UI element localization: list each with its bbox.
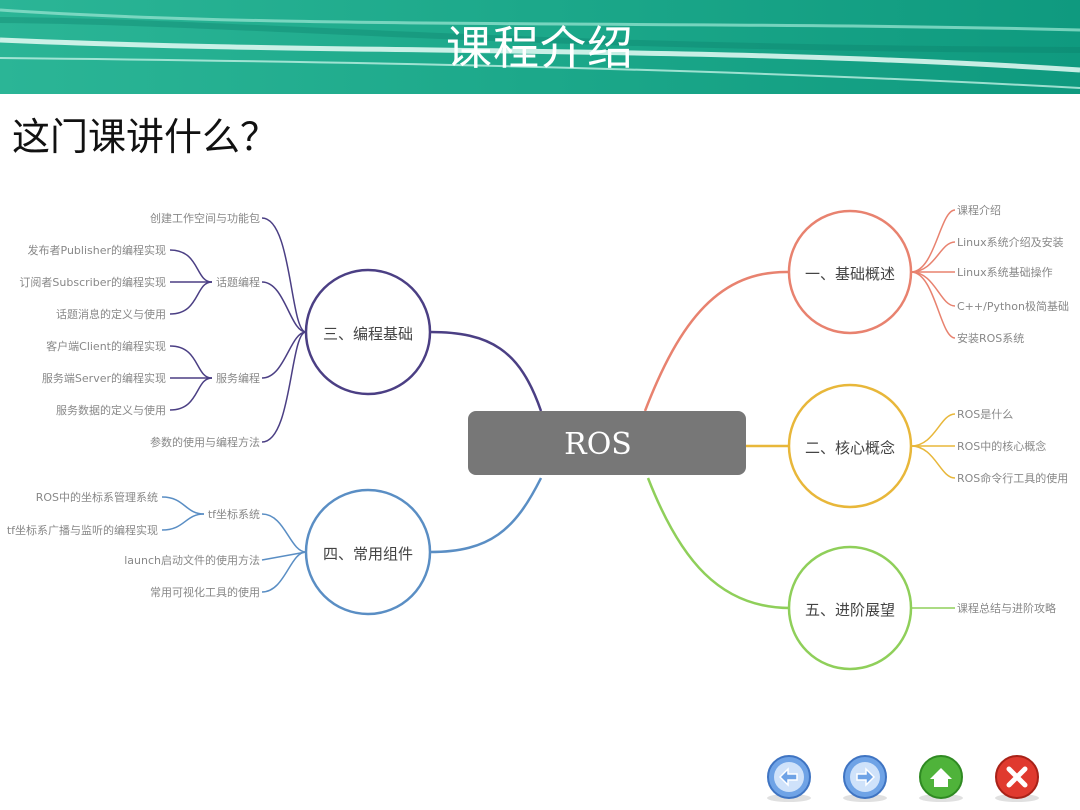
branch-basic-label: 一、基础概述	[805, 265, 895, 283]
branch-core-label: 二、核心概念	[805, 439, 895, 457]
forward-button[interactable]	[838, 754, 892, 804]
leaf-tf-1: ROS中的坐标系管理系统	[36, 490, 158, 504]
leaf-basic-5: 安装ROS系统	[957, 331, 1024, 345]
leaf-components-2: launch启动文件的使用方法	[124, 553, 260, 567]
branch-programming-label: 三、编程基础	[323, 325, 413, 343]
branch-core: 二、核心概念 ROS是什么 ROS中的核心概念 ROS命令行工具的使用	[787, 383, 1068, 509]
connector-root-programming	[429, 330, 543, 412]
close-button[interactable]	[990, 754, 1044, 804]
leaf-service-2: 服务端Server的编程实现	[42, 371, 166, 385]
branch-components: 四、常用组件 tf坐标系统 launch启动文件的使用方法 常用可视化工具的使用…	[7, 488, 432, 616]
close-icon	[995, 755, 1039, 802]
leaf-core-2: ROS中的核心概念	[957, 439, 1046, 453]
leaf-programming-service: 服务编程	[216, 371, 260, 385]
leaf-basic-4: C++/Python极简基础	[957, 299, 1069, 313]
connector-root-advanced	[646, 477, 791, 610]
leaf-programming-1: 创建工作空间与功能包	[150, 211, 260, 225]
branch-programming: 三、编程基础 创建工作空间与功能包 话题编程 服务编程 参数的使用与编程方法 发…	[19, 211, 432, 449]
branch-advanced-label: 五、进阶展望	[805, 601, 895, 619]
slide-question: 这门课讲什么？	[12, 115, 279, 159]
leaf-programming-topic: 话题编程	[216, 275, 260, 289]
leaf-core-3: ROS命令行工具的使用	[957, 471, 1068, 485]
leaf-basic-3: Linux系统基础操作	[957, 265, 1053, 279]
branch-components-label: 四、常用组件	[323, 545, 413, 563]
leaf-components-3: 常用可视化工具的使用	[150, 585, 260, 599]
branch-basic: 一、基础概述 课程介绍 Linux系统介绍及安装 Linux系统基础操作 C++…	[787, 203, 1069, 345]
back-icon	[767, 755, 811, 802]
leaf-core-1: ROS是什么	[957, 408, 1013, 421]
leaf-service-1: 客户端Client的编程实现	[46, 339, 166, 353]
leaf-topic-3: 话题消息的定义与使用	[56, 307, 166, 321]
connector-root-components	[429, 477, 543, 554]
home-button[interactable]	[914, 754, 968, 804]
leaf-advanced-1: 课程总结与进阶攻略	[957, 601, 1056, 615]
leaf-service-3: 服务数据的定义与使用	[56, 403, 166, 417]
back-button[interactable]	[762, 754, 816, 804]
leaf-programming-4: 参数的使用与编程方法	[150, 435, 260, 449]
leaf-basic-2: Linux系统介绍及安装	[957, 235, 1064, 249]
leaf-topic-1: 发布者Publisher的编程实现	[28, 243, 167, 257]
leaf-components-tf: tf坐标系统	[208, 507, 260, 521]
leaf-basic-1: 课程介绍	[957, 203, 1001, 217]
header-banner: 课程介绍	[0, 0, 1080, 94]
root-node: ROS	[468, 411, 746, 475]
forward-icon	[843, 755, 887, 802]
branch-advanced: 五、进阶展望 课程总结与进阶攻略	[787, 545, 1056, 671]
leaf-tf-2: tf坐标系广播与监听的编程实现	[7, 523, 158, 537]
slide-title: 课程介绍	[446, 21, 634, 75]
root-label: ROS	[564, 427, 632, 462]
connector-root-basic	[643, 270, 791, 412]
header-background	[0, 0, 1080, 94]
leaf-topic-2: 订阅者Subscriber的编程实现	[19, 275, 166, 289]
home-icon	[919, 755, 963, 802]
